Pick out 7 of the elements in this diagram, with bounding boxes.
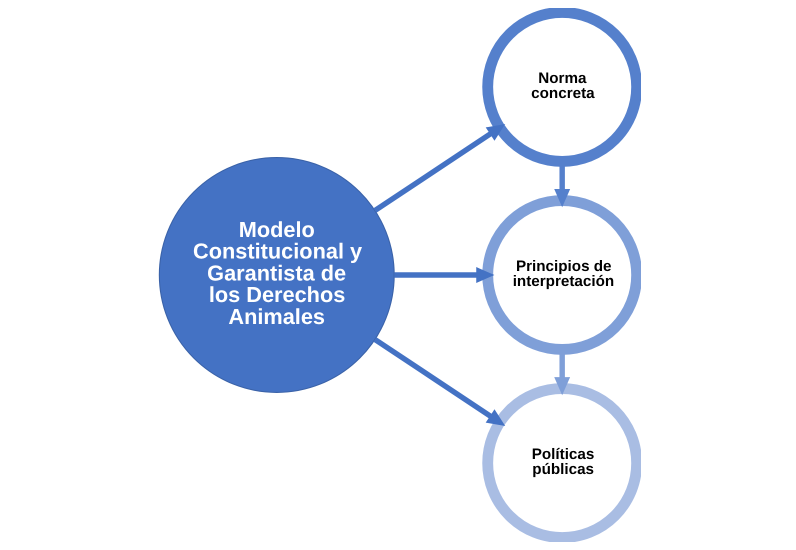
node-circle: Modelo Constitucional y Garantista de los Derechos Animales — [158, 157, 395, 393]
arrow — [373, 337, 506, 426]
node-circle: Políticas públicas — [482, 383, 641, 542]
arrow — [373, 124, 506, 213]
node-circle: Principios de interpretación — [482, 195, 641, 355]
node-circle: Norma concreta — [482, 8, 641, 167]
arrow — [394, 267, 494, 283]
